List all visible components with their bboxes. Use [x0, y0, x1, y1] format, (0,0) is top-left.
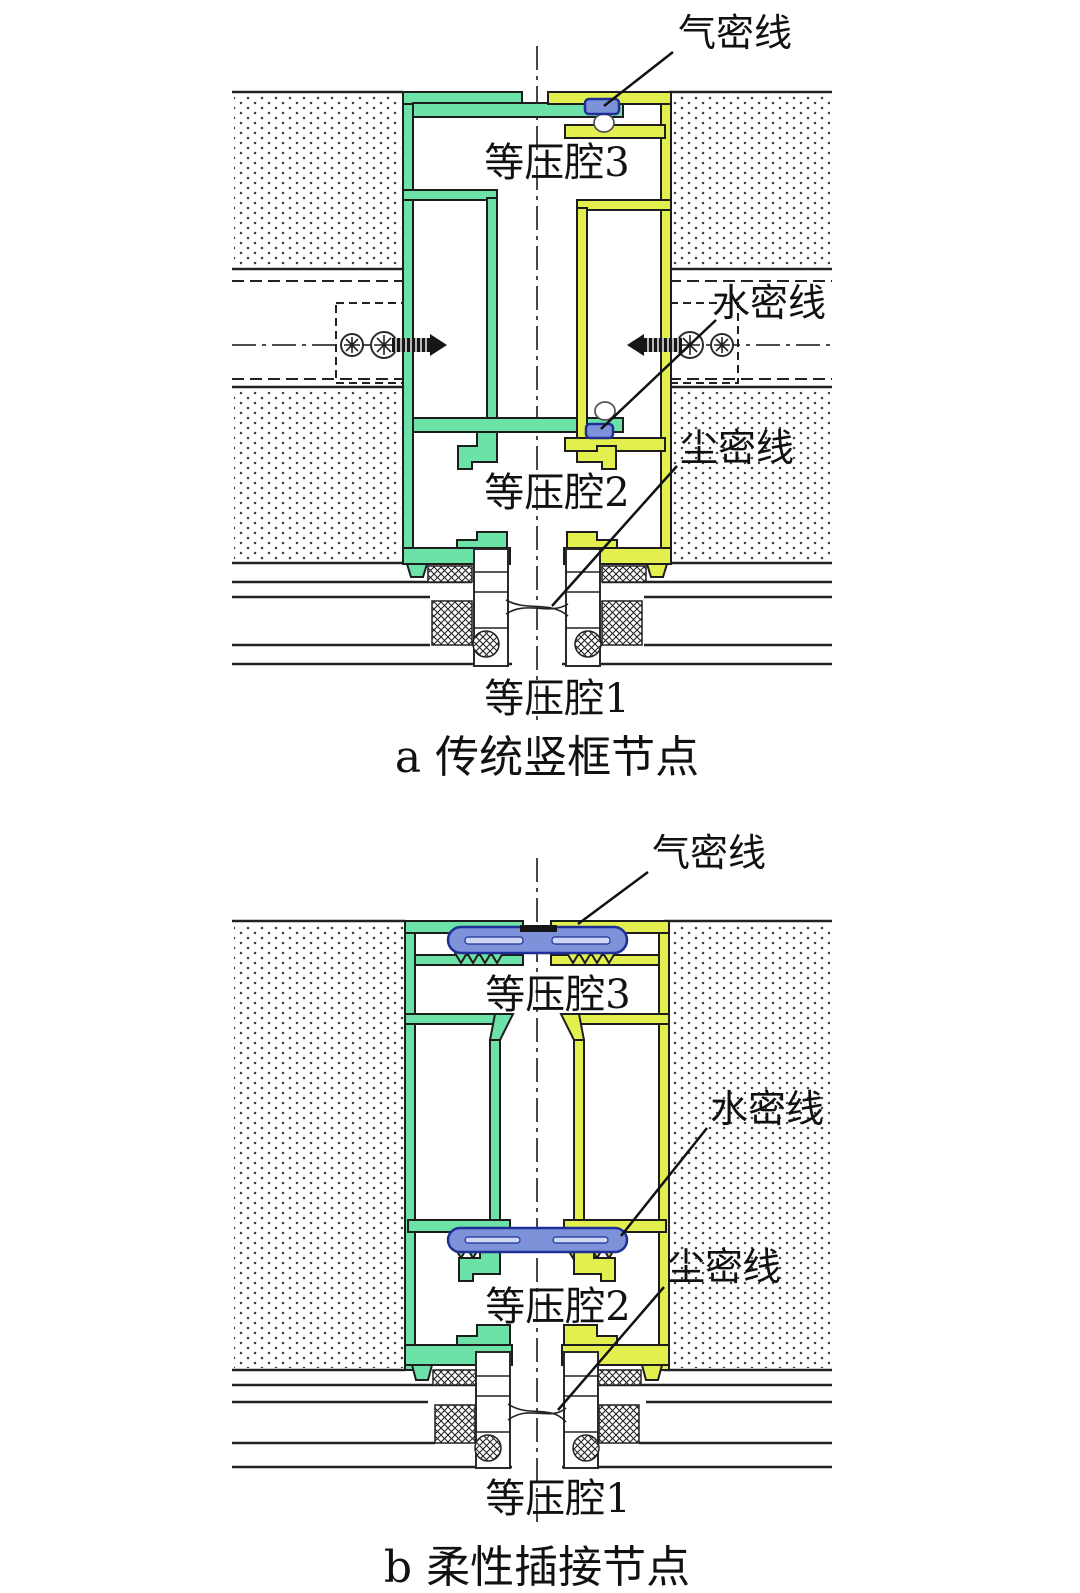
bottom-assembly-a: [427, 548, 647, 667]
label-airtight-b: 气密线: [652, 831, 766, 875]
gasket-airtight-a: [583, 97, 621, 133]
leader-dusttight-b: [557, 1286, 665, 1411]
label-airtight-a: 气密线: [678, 11, 792, 55]
label-chamber1-a: 等压腔1: [484, 676, 629, 722]
mullion-right-yellow-a: [547, 91, 672, 578]
dust-seal-b: [507, 1403, 567, 1423]
leader-dusttight-a: [551, 465, 678, 607]
gasket-watertight-a: [584, 401, 616, 440]
label-dusttight-b: 尘密线: [667, 1245, 781, 1289]
leader-watertight-a: [600, 319, 717, 430]
label-watertight-a: 水密线: [712, 281, 826, 325]
mullion-left-green-a: [402, 91, 624, 578]
gasket-airtight-b: [446, 925, 629, 955]
label-dusttight-a: 尘密线: [680, 426, 794, 470]
screw-box-right-a: [669, 302, 739, 384]
mullion-right-yellow-b: [550, 920, 670, 1381]
label-watertight-b: 水密线: [710, 1087, 824, 1131]
leader-watertight-b: [620, 1127, 708, 1237]
dust-seal-a: [505, 599, 569, 617]
label-chamber2-b: 等压腔2: [485, 1284, 630, 1330]
label-chamber2-a: 等压腔2: [484, 470, 629, 516]
gasket-watertight-b: [446, 1226, 629, 1254]
figure-a: 气密线 水密线 尘密线 等压腔3 等压腔2 等压腔1 a 传统竖框节点: [232, 11, 832, 783]
caption-a: a 传统竖框节点: [395, 732, 699, 783]
caption-b: b 柔性插接节点: [384, 1542, 690, 1593]
leader-airtight-b: [577, 870, 649, 926]
label-chamber3-b: 等压腔3: [485, 972, 630, 1018]
panel-hatch-a: [234, 96, 830, 560]
label-chamber3-a: 等压腔3: [484, 140, 629, 186]
screw-left-a: [340, 331, 447, 359]
label-chamber1-b: 等压腔1: [485, 1476, 630, 1522]
leader-airtight-a: [603, 51, 674, 107]
bottom-assembly-b: [432, 1351, 642, 1469]
figure-b: 气密线 水密线 尘密线 等压腔3 等压腔2 等压腔1 b 柔性插接节点: [232, 831, 832, 1593]
